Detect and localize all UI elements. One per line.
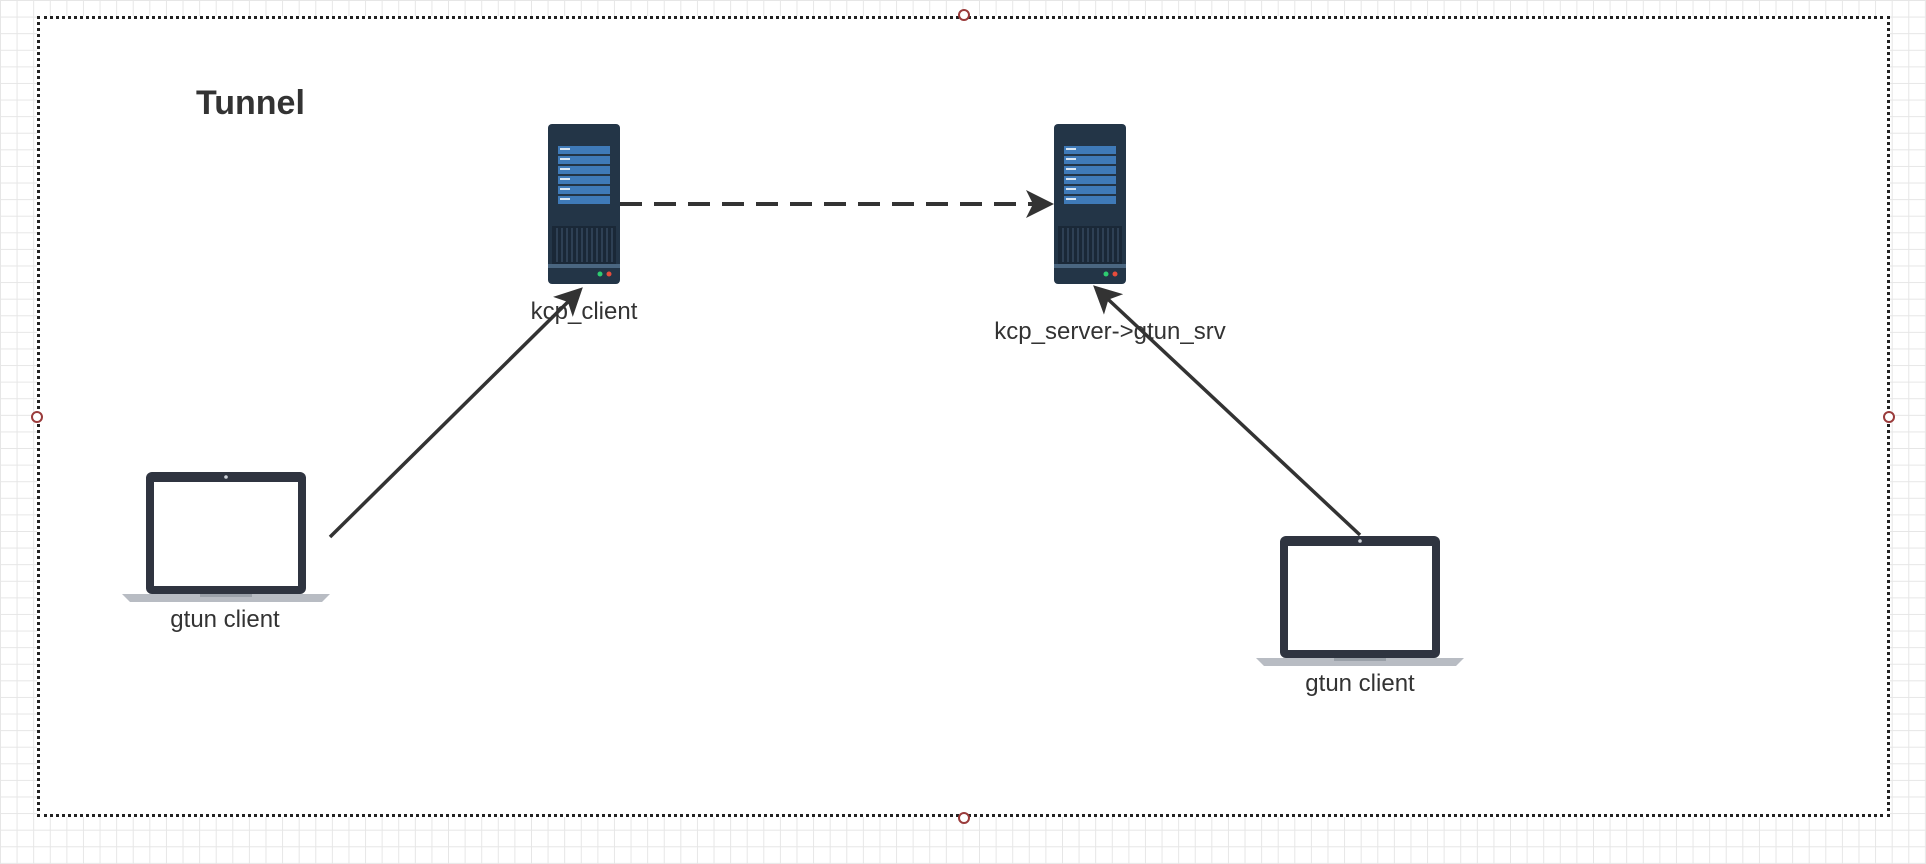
- resize-handle-top[interactable]: [958, 9, 970, 21]
- laptop-icon[interactable]: [1256, 536, 1464, 666]
- edge-gtun-client-right-to-kcp-server[interactable]: [1093, 285, 1362, 537]
- resize-handle-left[interactable]: [31, 411, 43, 423]
- edge-gtun-client-left-to-kcp-client[interactable]: [328, 287, 583, 539]
- node-label-kcp-server: kcp_server->gtun_srv: [994, 318, 1226, 345]
- server-icon[interactable]: [548, 124, 620, 284]
- node-label-gtun-client-right: gtun client: [1305, 670, 1415, 697]
- tunnel-group-frame[interactable]: [37, 16, 1890, 817]
- server-icon[interactable]: [1054, 124, 1126, 284]
- laptop-icon[interactable]: [122, 472, 330, 602]
- group-title: Tunnel: [196, 84, 305, 122]
- resize-handle-bottom[interactable]: [958, 812, 970, 824]
- node-label-gtun-client-left: gtun client: [170, 606, 280, 633]
- node-label-kcp-client: kcp_client: [530, 298, 638, 325]
- resize-handle-right[interactable]: [1883, 411, 1895, 423]
